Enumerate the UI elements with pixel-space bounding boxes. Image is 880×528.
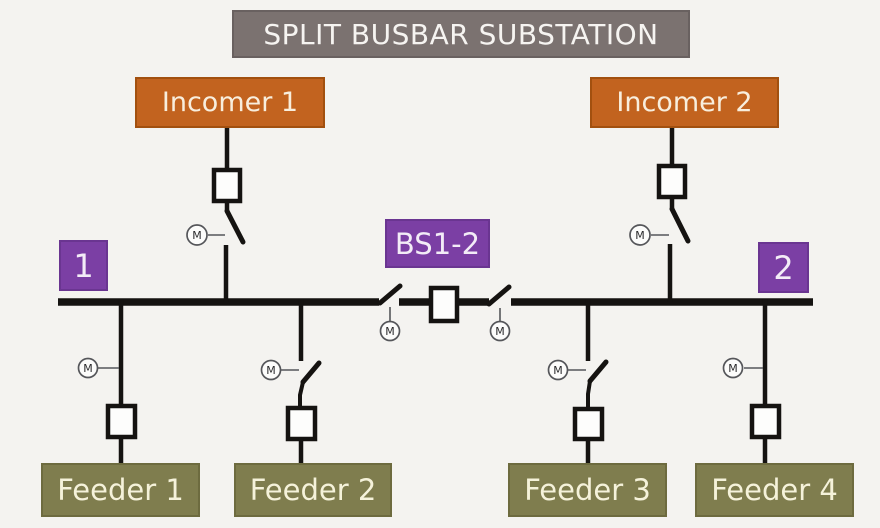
- coupler-breaker-icon: [428, 285, 460, 324]
- incomer-2-label: Incomer 2: [590, 77, 779, 128]
- coupler-left-disconnector-blade-icon: [377, 283, 403, 306]
- bus-section-1-label: 1: [59, 240, 108, 291]
- bus-section-2-label: 2: [758, 242, 809, 293]
- bus-coupler-bay: M M: [377, 283, 512, 342]
- feeder-2-elbow-line: [298, 380, 305, 411]
- feeder-4-bay: M: [722, 299, 782, 465]
- feeder-2-breaker-icon: [285, 405, 318, 442]
- feeder-4-motor-icon: [722, 357, 744, 379]
- incomer-2-motor-icon: [629, 224, 651, 246]
- feeder-3-motor-icon: [547, 359, 569, 381]
- feeder-4-label: Feeder 4: [695, 463, 854, 517]
- incomer-2-motor-letter: M: [635, 229, 645, 242]
- feeder-3-elbow-line: [586, 379, 592, 412]
- feeder-3-breaker-icon: [572, 406, 605, 442]
- feeder-2-motor-letter: M: [266, 364, 276, 377]
- coupler-left-motor-icon: [379, 320, 401, 342]
- feeder-2-disconnector-blade-icon: [300, 360, 322, 385]
- incomer-1-motor-letter: M: [192, 229, 202, 242]
- feeder-2-label: Feeder 2: [234, 463, 392, 517]
- feeder-1-motor-letter: M: [83, 362, 93, 375]
- feeder-1-breaker-icon: [105, 403, 138, 440]
- bus-coupler-label: BS1-2: [385, 219, 490, 268]
- feeder-4-motor-letter: M: [728, 362, 738, 375]
- feeder-3-label: Feeder 3: [508, 463, 667, 517]
- incomer-1-breaker-icon: [211, 167, 243, 204]
- feeder-3-motor-letter: M: [553, 364, 563, 377]
- incomer-2-disconnector-blade-icon: [669, 206, 691, 244]
- feeder-1-label: Feeder 1: [41, 463, 200, 517]
- feeder-2-bay: M: [260, 299, 322, 465]
- coupler-right-motor-icon: [489, 320, 511, 342]
- diagram-title: SPLIT BUSBAR SUBSTATION: [232, 10, 690, 58]
- coupler-right-motor-letter: M: [495, 325, 505, 338]
- feeder-2-motor-icon: [260, 359, 282, 381]
- incomer-1-bay: M: [186, 127, 246, 302]
- incomer-1-label: Incomer 1: [135, 77, 325, 128]
- incomer-2-breaker-icon: [656, 163, 688, 200]
- coupler-left-motor-letter: M: [385, 325, 395, 338]
- coupler-right-disconnector-blade-icon: [486, 284, 512, 307]
- feeder-4-breaker-icon: [749, 403, 782, 440]
- feeder-1-bay: M: [77, 299, 138, 465]
- feeder-1-motor-icon: [77, 357, 99, 379]
- incomer-2-bay: M: [629, 127, 691, 302]
- incomer-1-disconnector-blade-icon: [224, 208, 246, 245]
- incomer-1-motor-icon: [186, 224, 208, 246]
- feeder-3-bay: M: [547, 299, 609, 465]
- feeder-3-disconnector-blade-icon: [587, 359, 609, 384]
